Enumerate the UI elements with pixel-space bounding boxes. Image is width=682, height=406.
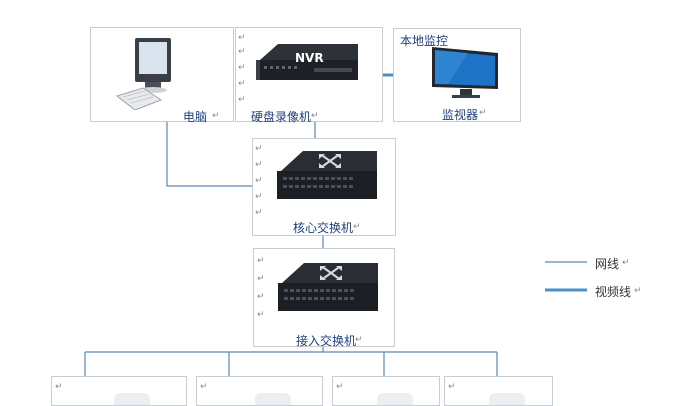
paragraph-mark: ↵ xyxy=(622,258,630,268)
camera-node: ↵ xyxy=(51,376,187,406)
access-switch-node: ↵ ↵ ↵ ↵ 接入交换机 xyxy=(253,248,395,348)
paragraph-mark: ↵ xyxy=(311,111,319,121)
switch-icon xyxy=(277,151,377,199)
camera-icon xyxy=(255,393,291,405)
core-switch-label: 核心交换机 xyxy=(293,221,354,235)
paragraph-mark: ↵ xyxy=(212,111,220,121)
paragraph-mark: ↵ xyxy=(353,222,361,232)
monitor-icon xyxy=(432,47,498,98)
legend-video-label: 视频线 xyxy=(595,285,632,299)
camera-node: ↵ xyxy=(444,376,553,406)
pc-node: 电脑 xyxy=(90,27,234,124)
computer-icon xyxy=(115,38,171,110)
nvr-device-text: NVR xyxy=(295,51,324,65)
camera-icon xyxy=(489,393,525,405)
monitor-title: 本地监控 xyxy=(400,34,449,48)
nvr-node: ↵ ↵ ↵ ↵ ↵ NVR 硬盘录像机 xyxy=(235,27,383,124)
monitor-label: 监视器 xyxy=(442,108,479,122)
paragraph-mark: ↵ xyxy=(355,335,363,345)
legend-network-label: 网线 xyxy=(595,257,620,271)
camera-icon xyxy=(377,393,413,405)
pc-label: 电脑 xyxy=(183,110,208,124)
monitor-node: 本地监控 监视器 xyxy=(393,28,521,122)
camera-node: ↵ xyxy=(196,376,323,406)
nvr-device-icon xyxy=(256,44,358,80)
camera-node: ↵ xyxy=(332,376,440,406)
switch-icon xyxy=(278,263,378,311)
paragraph-mark: ↵ xyxy=(634,286,642,296)
paragraph-mark: ↵ xyxy=(479,108,487,118)
camera-icon xyxy=(114,393,150,405)
access-switch-label: 接入交换机 xyxy=(296,334,357,348)
nvr-label: 硬盘录像机 xyxy=(251,110,312,124)
core-switch-node: ↵ ↵ ↵ ↵ ↵ 核心交换机 xyxy=(252,138,396,236)
